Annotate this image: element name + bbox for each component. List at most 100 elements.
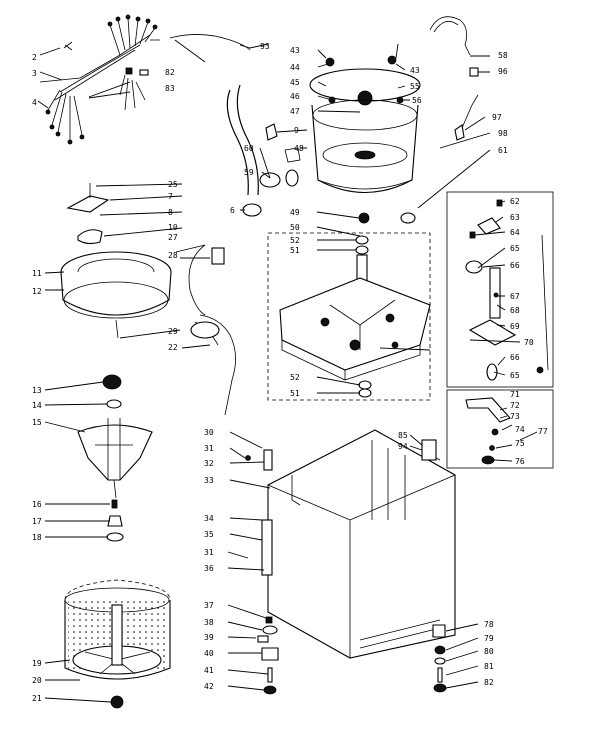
label-64: 64 (510, 228, 520, 237)
label-44: 44 (290, 63, 300, 72)
label-2: 2 (32, 53, 37, 62)
label-11: 11 (32, 269, 42, 278)
label-42: 42 (204, 682, 214, 691)
label-43-left: 43 (290, 46, 300, 55)
label-46: 46 (290, 92, 300, 101)
label-66-top: 66 (510, 261, 520, 270)
label-80: 80 (484, 647, 494, 656)
label-34: 34 (204, 514, 214, 523)
label-28: 28 (168, 251, 178, 260)
label-13: 13 (32, 386, 42, 395)
label-60: 60 (244, 144, 254, 153)
label-9: 9 (294, 126, 299, 135)
label-76: 76 (515, 457, 525, 466)
label-51-bottom: 51 (290, 389, 300, 398)
label-65-top: 65 (510, 244, 520, 253)
label-17: 17 (32, 517, 42, 526)
label-94: 94 (398, 442, 408, 451)
agitator (77, 374, 153, 499)
label-48: 48 (294, 144, 304, 153)
label-82-top: 82 (165, 68, 175, 77)
label-37: 37 (204, 601, 214, 610)
label-75: 75 (515, 439, 525, 448)
agitator-shaft-hardware (106, 499, 124, 542)
label-32: 32 (204, 459, 214, 468)
label-50: 50 (290, 223, 300, 232)
label-6: 6 (230, 206, 235, 215)
label-40: 40 (204, 649, 214, 658)
label-3: 3 (32, 69, 37, 78)
label-52-top: 52 (290, 236, 300, 245)
label-68: 68 (510, 306, 520, 315)
label-81: 81 (484, 662, 494, 671)
label-59: 59 (244, 168, 254, 177)
label-47: 47 (290, 107, 300, 116)
label-36: 36 (204, 564, 214, 573)
label-27: 27 (168, 233, 178, 242)
label-41: 41 (204, 666, 214, 675)
label-51-top: 51 (290, 246, 300, 255)
label-10: 10 (168, 223, 178, 232)
hose-and-cord (188, 244, 236, 416)
label-97: 97 (492, 113, 502, 122)
label-85: 85 (398, 431, 408, 440)
label-31-top: 31 (204, 444, 214, 453)
label-61: 61 (498, 146, 508, 155)
label-78: 78 (484, 620, 494, 629)
label-20: 20 (32, 676, 42, 685)
label-14: 14 (32, 401, 42, 410)
lid-switch-box (446, 389, 554, 469)
transmission-base (267, 212, 431, 401)
label-52-bottom: 52 (290, 373, 300, 382)
label-21: 21 (32, 694, 42, 703)
label-16: 16 (32, 500, 42, 509)
label-43-right: 43 (410, 66, 420, 75)
label-93: 93 (260, 42, 270, 51)
label-8: 8 (168, 208, 173, 217)
label-35: 35 (204, 530, 214, 539)
leader-lines (37, 39, 538, 703)
label-29: 29 (168, 327, 178, 336)
wire-harness (39, 14, 251, 145)
label-39: 39 (204, 633, 214, 642)
cabinet (245, 429, 456, 659)
label-66-bottom: 66 (510, 353, 520, 362)
drain-hose (226, 84, 301, 217)
label-72: 72 (510, 401, 520, 410)
suspension-box (446, 191, 554, 388)
leveling-legs (257, 616, 447, 695)
part-number-labels: 2 3 4 93 82 83 25 7 8 10 27 28 11 12 29 … (32, 42, 548, 703)
label-96: 96 (498, 67, 508, 76)
label-30: 30 (204, 428, 214, 437)
label-55: 55 (410, 82, 420, 91)
tub-ring (60, 251, 172, 339)
label-31-bottom: 31 (204, 548, 214, 557)
label-71: 71 (510, 390, 520, 399)
label-77: 77 (538, 427, 548, 436)
label-22: 22 (168, 343, 178, 352)
label-98: 98 (498, 129, 508, 138)
fill-hose (429, 16, 479, 141)
label-15: 15 (32, 418, 42, 427)
label-38: 38 (204, 618, 214, 627)
label-69: 69 (510, 322, 520, 331)
label-25: 25 (168, 180, 178, 189)
label-49: 49 (290, 208, 300, 217)
label-83: 83 (165, 84, 175, 93)
outer-tub (309, 55, 421, 193)
label-18: 18 (32, 533, 42, 542)
label-74: 74 (515, 425, 525, 434)
label-7: 7 (168, 192, 173, 201)
label-58: 58 (498, 51, 508, 60)
label-56-right: 56 (412, 96, 422, 105)
label-33: 33 (204, 476, 214, 485)
label-79: 79 (484, 634, 494, 643)
label-63: 63 (510, 213, 520, 222)
label-73: 73 (510, 412, 520, 421)
basket (64, 579, 171, 709)
label-67: 67 (510, 292, 520, 301)
label-4: 4 (32, 98, 37, 107)
label-19: 19 (32, 659, 42, 668)
label-62: 62 (510, 197, 520, 206)
